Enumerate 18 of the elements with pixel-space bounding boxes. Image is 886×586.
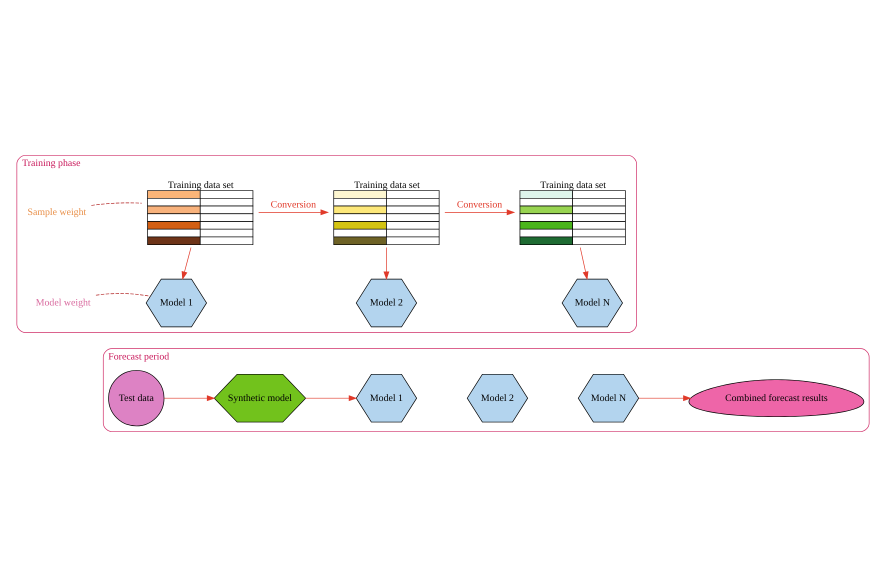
connector (96, 292, 151, 296)
arrow (182, 246, 192, 280)
node-text: Model weight (36, 297, 91, 308)
arrow (305, 394, 358, 401)
edge-label: Conversion (456, 199, 502, 210)
node-circle: Test data (108, 370, 164, 426)
arrow (444, 208, 516, 215)
node-label: Training data set (354, 179, 420, 190)
edge-label: Conversion (270, 199, 316, 210)
arrow (580, 246, 588, 280)
connector (90, 202, 142, 206)
node-text: Sample weight (28, 206, 86, 218)
node-label: Training data set (168, 179, 234, 190)
arrow (638, 394, 692, 401)
node-label: Training data set (540, 179, 606, 190)
arrow (258, 208, 329, 215)
arrow (383, 246, 390, 280)
arrow (164, 394, 216, 401)
